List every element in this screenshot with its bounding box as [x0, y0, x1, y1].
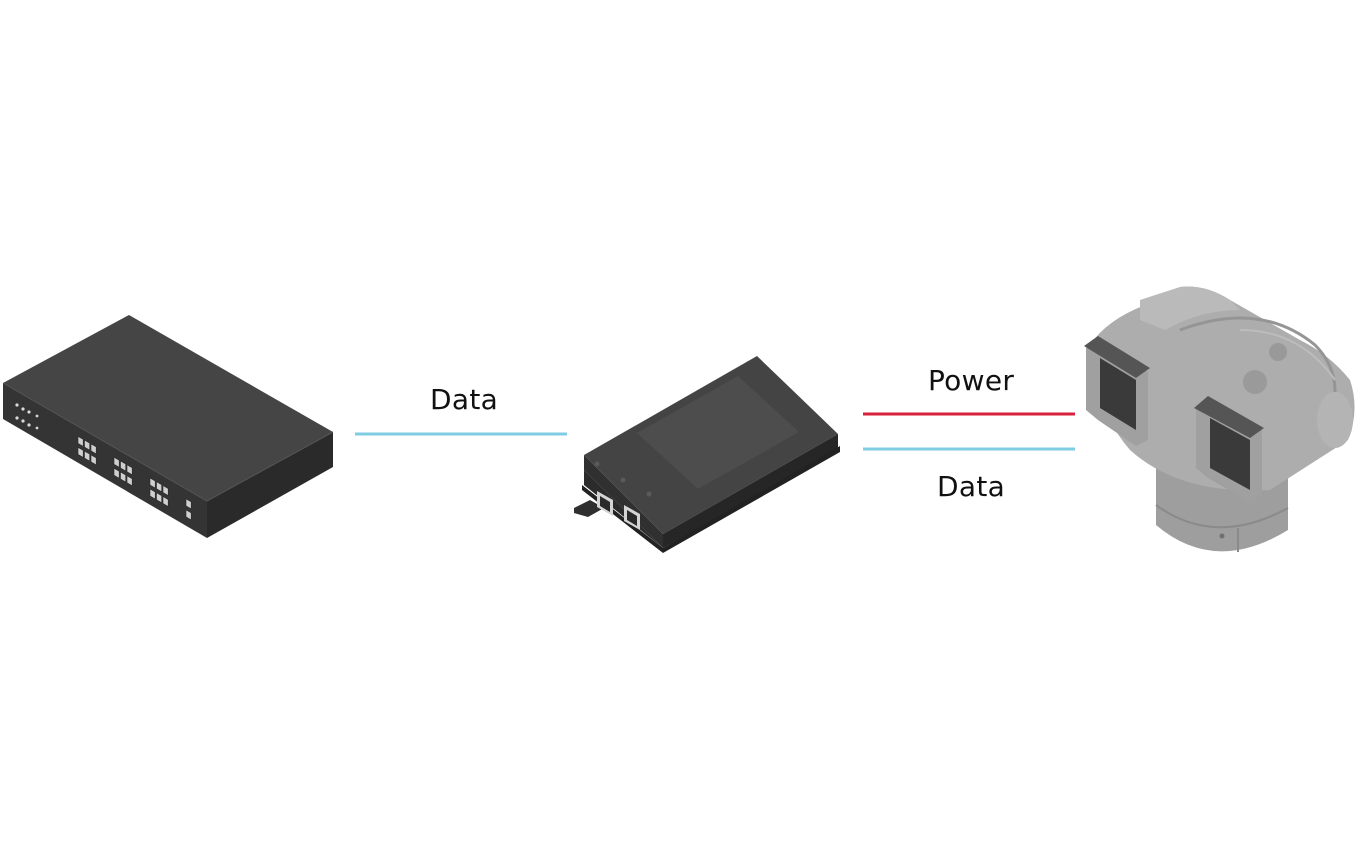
switch-port [120, 471, 126, 483]
switch-port [162, 485, 169, 497]
switch-port [90, 443, 97, 455]
poe-injector-icon [574, 356, 840, 553]
switch-port [149, 477, 156, 489]
switch-port [77, 435, 84, 447]
switch-port [120, 460, 126, 472]
switch-port [185, 498, 192, 510]
data-label-injector-camera: Data [937, 470, 1006, 503]
switch-port [113, 456, 120, 468]
switch-port [126, 464, 133, 476]
switch-port [149, 488, 156, 500]
switch-port [185, 509, 192, 521]
network-switch-icon [2, 315, 334, 538]
power-label: Power [928, 364, 1015, 397]
switch-port [113, 467, 120, 479]
switch-port [90, 454, 97, 466]
switch-port [156, 481, 162, 493]
data-label-switch-injector: Data [430, 383, 499, 416]
switch-port [77, 446, 84, 458]
switch-port [84, 439, 90, 451]
ptz-camera-icon [1084, 286, 1355, 552]
switch-port [84, 450, 90, 462]
switch-port [126, 475, 133, 487]
switch-port [156, 492, 162, 504]
switch-port [162, 496, 169, 508]
